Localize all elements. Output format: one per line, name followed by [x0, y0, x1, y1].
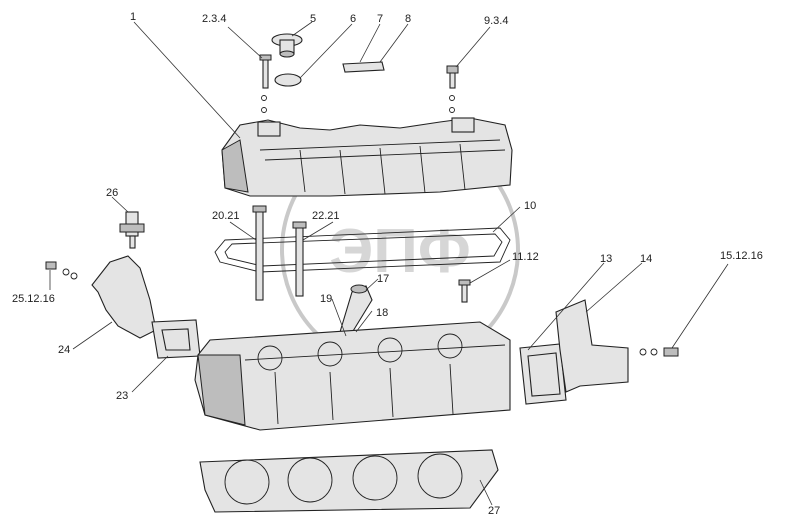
callout-5: 5	[310, 13, 316, 25]
cover-bolt-right	[446, 65, 459, 89]
callout-18: 18	[376, 307, 388, 319]
cover-bolt-left	[259, 54, 272, 89]
callout-15-12-16: 15.12.16	[720, 250, 763, 262]
cover-gasket	[214, 227, 511, 273]
callout-17: 17	[377, 273, 389, 285]
long-bolt-22	[292, 221, 307, 297]
callout-8: 8	[405, 13, 411, 25]
head-gasket	[199, 449, 499, 513]
callout-23: 23	[116, 390, 128, 402]
callout-20-21: 20.21	[212, 210, 240, 222]
long-bolt-20	[252, 205, 267, 301]
callout-25-12-16: 25.12.16	[12, 293, 55, 305]
callout-11-12: 11.12	[512, 251, 539, 263]
callout-27: 27	[488, 505, 500, 517]
filler-cap	[271, 33, 303, 58]
callout-9-3-4: 9.3.4	[484, 15, 508, 27]
right-bracket	[555, 299, 629, 393]
watermark-text: ЭПФ	[329, 217, 471, 286]
washers-top	[261, 95, 455, 113]
seal-ring	[274, 73, 302, 87]
callout-7: 7	[377, 13, 383, 25]
callout-26: 26	[106, 187, 118, 199]
small-bolt-right	[639, 347, 679, 357]
sensor	[119, 211, 145, 249]
callout-6: 6	[350, 13, 356, 25]
callout-1: 1	[130, 11, 136, 23]
callout-22-21: 22.21	[312, 210, 340, 222]
callout-2-3-4: 2.3.4	[202, 13, 226, 25]
callout-10: 10	[524, 200, 536, 212]
callout-14: 14	[640, 253, 652, 265]
left-flange	[151, 319, 201, 359]
short-bolt	[458, 279, 471, 303]
leader-lines	[49, 21, 729, 506]
cylinder-head	[194, 321, 511, 431]
cover-plate	[342, 61, 385, 73]
small-bolt-left	[45, 261, 78, 280]
callout-24: 24	[58, 344, 70, 356]
valve-cover	[221, 117, 513, 197]
left-bracket	[91, 255, 157, 339]
callout-13: 13	[600, 253, 612, 265]
callout-19: 19	[320, 293, 332, 305]
right-gasket	[519, 343, 567, 405]
injector	[339, 284, 373, 337]
